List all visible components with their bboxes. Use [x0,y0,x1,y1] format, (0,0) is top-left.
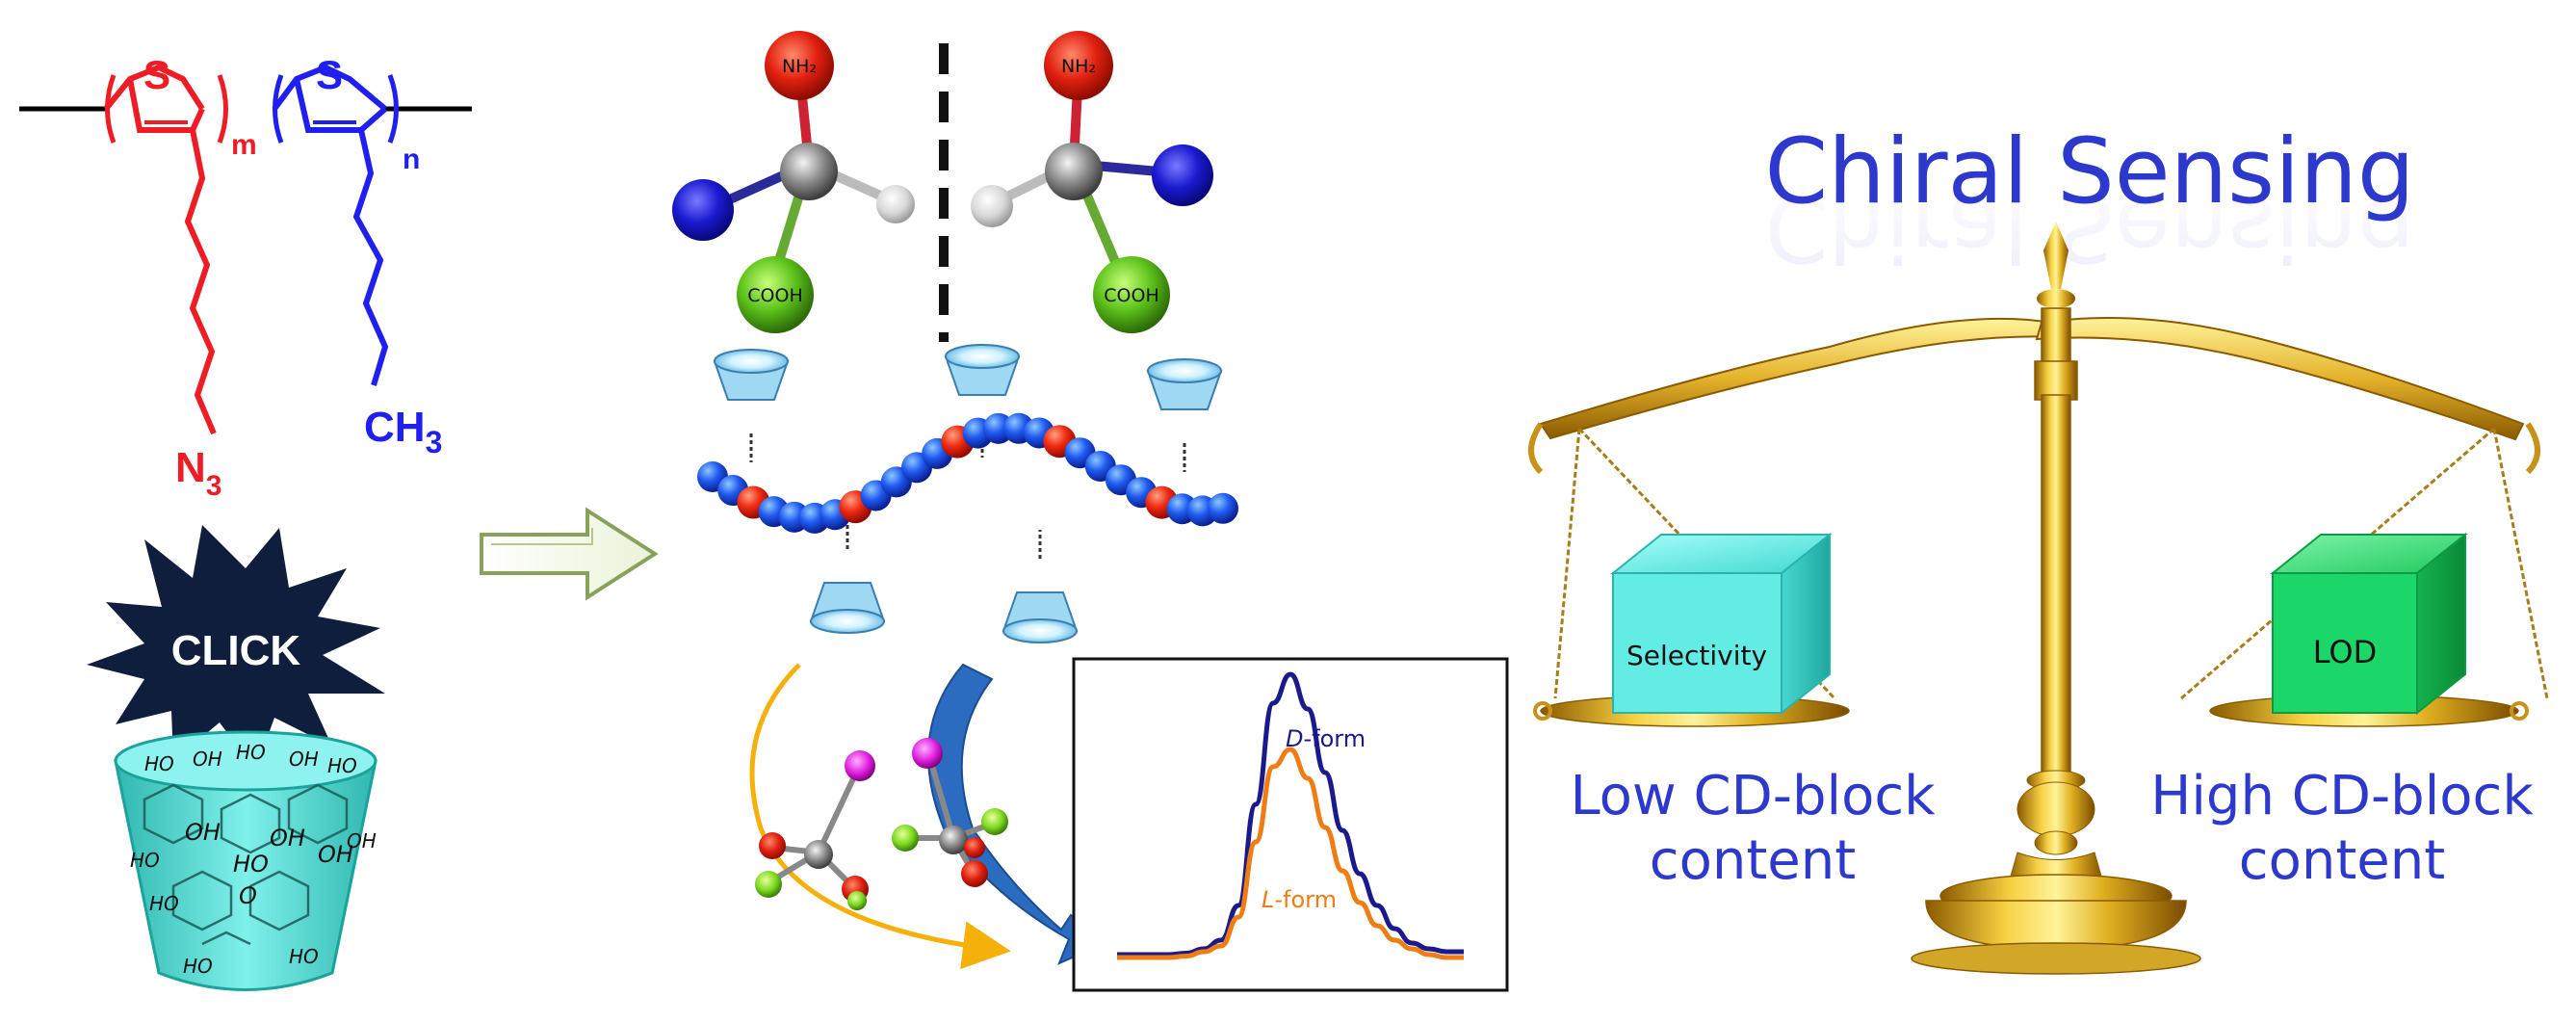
amine-label-left: NH₂ [782,56,817,77]
azide-main: N [175,444,206,491]
left-caption-line2: content [1650,829,1856,892]
l-form-label: L-form [1262,886,1337,913]
carboxyl-label-left: COOH [747,285,802,306]
right-caption-line2: content [2239,829,2445,892]
enantiomer-pair: NH₂ COOH NH₂ COOH [672,31,1213,342]
cd-label-12: O [239,882,257,909]
click-star [87,525,385,771]
enantiomer-left: NH₂ COOH [672,31,915,333]
chiral-carbon-right [1045,143,1103,200]
l-form-prefix: L [1262,886,1274,913]
base-lower [1925,900,2187,950]
sulfur-label-blue: S [316,52,343,97]
hydrogen-atom-left [876,185,915,223]
chart-frame [1072,657,1509,992]
cup-body [114,759,377,991]
series-line-d-form [1116,671,1464,957]
click-badge: CLICK [87,525,385,771]
cd-label-14: HO [183,955,213,978]
azide-sub: 3 [206,470,222,502]
repeat-index-m: m [231,129,257,161]
cd-label-4: HO [327,754,357,777]
thiophene-block-red [103,64,228,435]
beam-left [1539,317,2063,440]
title-reflection: Chiral Sensing [1765,175,2415,280]
d-form-label: D-form [1286,725,1366,752]
series-line-l-form [1117,747,1465,960]
cup-rim [114,730,377,792]
cd-label-11: HO [149,892,179,915]
chiral-sensing-panel: Chiral Sensing Chiral Sensing [1765,119,2415,280]
cyclodextrin-cone [809,520,886,634]
cd-label-3: OH [289,748,319,771]
beam-right [2035,317,2525,441]
cd-spectrum-chart: D-form L-form [1072,657,1509,992]
cyclodextrin-cup: HO OH HO OH HO OH OH HO OH HO OH HO O HO… [114,730,377,991]
cd-label-2: HO [236,741,266,764]
chart-series-group [1116,671,1465,960]
cd-label-9: HO [130,849,160,872]
cd-label-7: HO [233,851,269,878]
cyclodextrin-cone [1146,358,1223,472]
cd-label-10: OH [347,829,377,852]
carboxyl-atom-left [737,256,814,333]
repeat-index-n: n [403,144,420,175]
enantiomer-right: NH₂ COOH [971,31,1213,333]
side-group-atom-right [1152,144,1213,206]
left-caption-line1: Low CD-block [1570,765,1936,827]
center-column [2041,394,2071,781]
click-label: CLICK [171,627,301,674]
analyte-molecule-2 [892,738,1008,887]
lod-label: LOD [2313,634,2378,670]
selectivity-cube: Selectivity [1610,532,1833,716]
balance-scale: Selectivity LOD Low CD-block content Hig… [1528,222,2549,975]
thiophene-block-blue [272,64,399,386]
cyclodextrin-cone [713,349,790,462]
cyclodextrin-labels: HO OH HO OH HO OH OH HO OH HO OH HO O HO… [130,741,377,978]
methyl-sub: 3 [426,425,443,459]
cd-label-5: OH [185,819,221,846]
chiral-sensing-title: Chiral Sensing [1765,119,2415,224]
selectivity-label: Selectivity [1626,640,1767,671]
l-form-suffix: -form [1274,886,1337,913]
cd-label-13: HO [289,945,319,968]
amine-label-right: NH₂ [1061,56,1096,77]
analyte-molecule-1 [755,750,875,910]
amine-atom-right [1044,31,1113,100]
azide-group: N3 [175,444,221,502]
amine-atom-left [765,31,834,100]
sugar-rings [143,783,349,946]
finial [2043,222,2069,289]
hydrogen-atom-right [971,185,1013,227]
sulfur-label-red: S [143,52,170,97]
arrow-outline [480,507,659,601]
carboxyl-atom-right [1093,256,1170,333]
analyte-interaction [749,663,1105,970]
carboxyl-label-right: COOH [1104,285,1158,306]
cd-label-8: OH [318,841,353,868]
process-arrow [480,507,659,601]
polymer-bead [1208,492,1238,524]
right-caption-line1: High CD-block [2150,765,2534,827]
cyclodextrin-cone [1002,530,1079,643]
cd-label-6: OH [270,825,305,852]
polymer-bead-chain [697,344,1238,643]
cyclodextrin-cone [944,344,1021,458]
methyl-main: CH [364,404,426,451]
pivot-block [2041,307,2071,367]
methyl-group: CH3 [364,404,442,459]
d-form-suffix: -form [1303,725,1366,752]
cd-label-0: HO [144,752,174,775]
cd-label-1: OH [193,748,222,771]
d-form-prefix: D [1286,725,1303,752]
lod-cube: LOD [2270,532,2468,716]
chiral-carbon-left [780,143,838,200]
side-group-atom-left [672,179,734,241]
polymer-structure: S m N3 S n CH3 [19,52,472,502]
